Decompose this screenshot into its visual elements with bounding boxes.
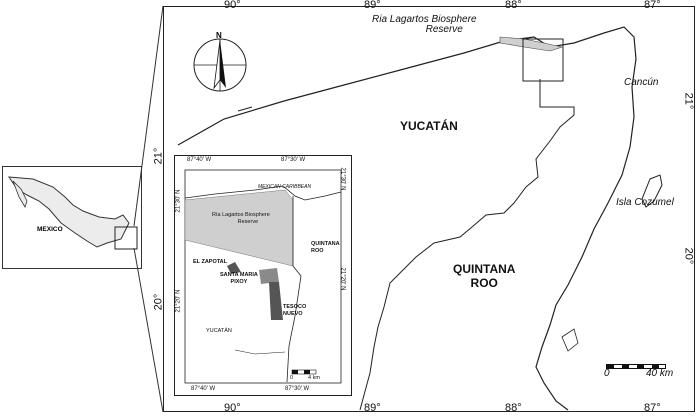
inset-yucatan: YUCATÁN xyxy=(206,328,232,334)
state-label-quintana-roo: QUINTANA ROO xyxy=(453,262,516,290)
left-tick: 20° xyxy=(152,293,165,311)
bottom-tick: 88° xyxy=(505,402,522,414)
mexico-outline: MEXICO xyxy=(8,176,138,250)
bottom-tick: 90° xyxy=(224,402,241,414)
inset-bottom-tick: 87°40' W xyxy=(191,386,216,392)
reserve-label: Ria Lagartos Biosphere Reserve xyxy=(372,14,477,35)
top-tick: 88° xyxy=(505,0,522,11)
state-label-yucatan: YUCATÁN xyxy=(400,119,458,133)
inset-top-tick: 87°30' W xyxy=(281,157,306,163)
inset-reserve: Ría Lagartos Biosphere Reserve xyxy=(212,212,270,225)
inset-right-tick: 21°30' N xyxy=(339,167,346,191)
north-label: N xyxy=(216,31,222,40)
inset-left-tick: 21°20' N xyxy=(175,289,182,313)
main-map-frame xyxy=(163,6,695,412)
top-tick: 89° xyxy=(364,0,381,11)
inset-right-tick: 21°20' N xyxy=(339,267,346,291)
inset-bottom-tick: 87°30' W xyxy=(285,386,310,392)
inset-scale-left: 0 xyxy=(290,375,294,381)
inset-tesoco-nuevo: TESOCO NUEVO xyxy=(283,304,307,317)
inset-santa-maria: SANTA MARIA PIXOY xyxy=(220,272,258,285)
main-scale-bar xyxy=(606,364,666,369)
main-scale-left: 0 xyxy=(604,368,610,379)
inset-top-tick: 87°40' W xyxy=(187,157,212,163)
cozumel-label: Isla Cozumel xyxy=(616,197,674,208)
mexico-label: MEXICO xyxy=(37,226,63,233)
overview-map: MEXICO xyxy=(2,166,142,269)
inset-geography xyxy=(184,169,342,384)
inset-el-zapotal: EL ZAPOTAL xyxy=(193,259,228,265)
inset-scale-right: 4 km xyxy=(308,375,320,381)
inset-caribbean: MEXICAN CARIBBEAN xyxy=(258,184,312,190)
top-tick: 90° xyxy=(224,0,241,11)
north-arrow-icon: N xyxy=(193,31,247,92)
left-tick: 21° xyxy=(152,147,165,165)
bottom-tick: 87° xyxy=(644,402,661,414)
inset-quintana-roo: QUINTANA ROO xyxy=(311,241,340,254)
cancun-label: Cancún xyxy=(624,77,659,88)
top-tick: 87° xyxy=(644,0,661,11)
inset-map xyxy=(174,155,352,396)
bottom-tick: 89° xyxy=(364,402,381,414)
inset-left-tick: 21°30' N xyxy=(175,189,182,213)
main-map-geography xyxy=(177,26,663,411)
main-scale-right: 40 km xyxy=(646,368,674,379)
